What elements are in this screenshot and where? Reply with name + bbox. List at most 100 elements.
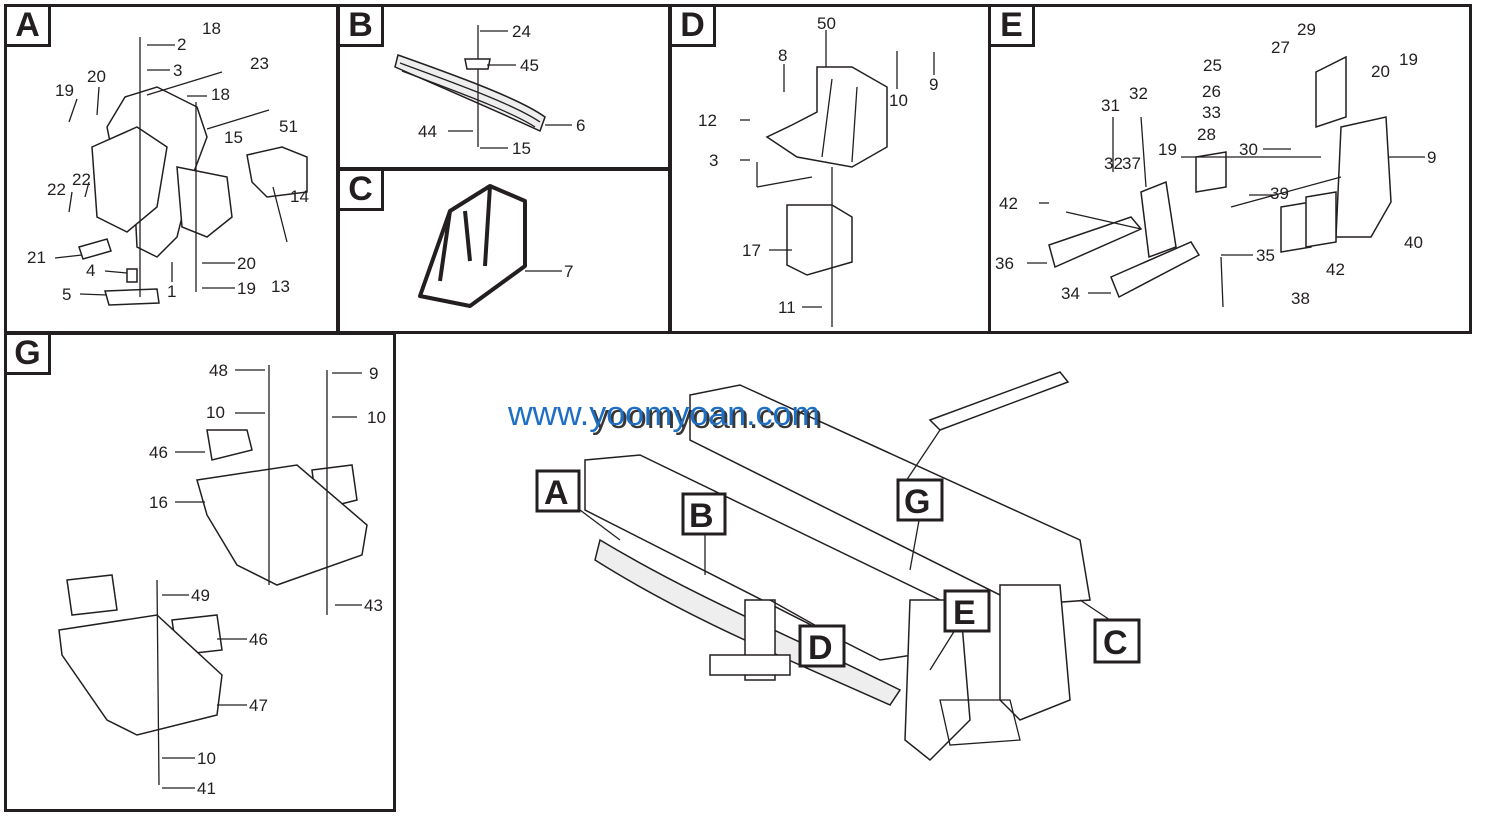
callout-e-9: 32 — [1104, 154, 1123, 173]
panel-e-tag: E — [991, 7, 1035, 47]
callout-g-10c: 10 — [197, 749, 216, 768]
callout-e-40: 35 — [1256, 246, 1275, 265]
callout-d-10: 10 — [889, 91, 908, 110]
callout-e-25: 25 — [1203, 56, 1222, 75]
panel-a-drawing: 2 18 3 23 20 19 18 51 15 22 22 14 21 4 2… — [27, 19, 309, 306]
panel-c-tag: C — [340, 171, 384, 211]
callout-a-1: 1 — [167, 282, 176, 301]
callout-g-46: 46 — [149, 443, 168, 462]
callout-g-47: 47 — [249, 696, 268, 715]
callout-a-19: 19 — [55, 81, 74, 100]
watermark-secondary: yoomyoan.com — [592, 398, 823, 436]
callout-e-39: 42 — [999, 194, 1018, 213]
callout-e-35: 42 — [1326, 260, 1345, 279]
callout-g-48: 48 — [209, 361, 228, 380]
panel-e: E 29 25 27 20 19 31 32 26 33 — [988, 4, 1472, 334]
callout-g-10: 10 — [206, 403, 225, 422]
svg-text:C: C — [1103, 624, 1128, 662]
callout-e-20b: 26 — [1202, 82, 1221, 101]
callout-e-34: 38 — [1291, 289, 1310, 308]
callout-d-17: 17 — [742, 241, 761, 260]
panel-c-callouts: 7 — [564, 262, 573, 281]
callout-g-49: 49 — [191, 586, 210, 605]
panel-b-callouts: 24 45 44 6 15 — [418, 22, 585, 158]
callout-a-14: 14 — [290, 187, 309, 206]
callout-g-9: 9 — [369, 364, 378, 383]
panel-a-callouts: 2 18 3 23 20 19 18 51 15 22 22 14 21 4 2… — [27, 19, 309, 304]
callout-a-15: 15 — [224, 128, 243, 147]
callout-a-3: 3 — [173, 61, 182, 80]
callout-e-29: 29 — [1297, 20, 1316, 39]
callout-e-31: 31 — [1101, 96, 1120, 115]
panel-g-drawing: 48 9 10 10 46 16 43 49 46 47 10 41 — [58, 361, 386, 798]
panel-a-tag: A — [7, 7, 51, 47]
panel-b-drawing: 24 45 44 6 15 — [394, 22, 585, 158]
panel-b-tag: B — [340, 7, 384, 47]
callout-a-4: 4 — [86, 261, 95, 280]
callout-g-43: 43 — [364, 596, 383, 615]
callout-d-50: 50 — [817, 14, 836, 33]
svg-text:B: B — [689, 497, 714, 535]
svg-text:D: D — [808, 629, 833, 667]
svg-text:A: A — [544, 474, 569, 512]
overview-callout-e: E — [943, 589, 991, 633]
callout-e-28: 30 — [1239, 140, 1258, 159]
overview-callout-a: A — [535, 469, 581, 513]
callout-a-18b: 18 — [211, 85, 230, 104]
callout-c-7: 7 — [564, 262, 573, 281]
callout-d-12: 12 — [698, 111, 717, 130]
overview-callout-b: B — [681, 492, 727, 536]
callout-b-45: 45 — [520, 56, 539, 75]
panel-b: B 24 45 44 6 15 — [337, 4, 671, 170]
callout-e-19: 19 — [1399, 50, 1418, 69]
callout-a-18: 18 — [202, 19, 221, 38]
overview-callout-c: C — [1093, 618, 1141, 664]
panel-g: G 48 9 10 10 46 16 43 49 46 — [4, 332, 396, 812]
callout-e-32: 32 — [1129, 84, 1148, 103]
callout-d-8: 8 — [778, 46, 787, 65]
callout-a-2: 2 — [177, 35, 186, 54]
callout-e-42: 36 — [995, 254, 1014, 273]
panel-d-callouts: 50 8 9 10 12 3 17 11 — [698, 14, 938, 317]
callout-e-33: 28 — [1197, 125, 1216, 144]
callout-e-36: 40 — [1404, 233, 1423, 252]
callout-a-21: 21 — [27, 248, 46, 267]
callout-g-16: 16 — [149, 493, 168, 512]
callout-g-46b: 46 — [249, 630, 268, 649]
callout-a-22b: 22 — [47, 180, 66, 199]
callout-a-19b: 19 — [237, 279, 256, 298]
overview-callout-g: G — [896, 478, 944, 522]
callout-e-30: 9 — [1427, 148, 1436, 167]
panel-d: D 50 8 9 10 12 3 17 11 — [669, 4, 991, 334]
callout-a-20: 20 — [87, 67, 106, 86]
overview-callout-d: D — [798, 624, 846, 668]
callout-d-3: 3 — [709, 151, 718, 170]
callout-e-20: 20 — [1371, 62, 1390, 81]
callout-a-22: 22 — [72, 170, 91, 189]
callout-a-5: 5 — [62, 285, 71, 304]
callout-e-19b: 39 — [1270, 184, 1289, 203]
panel-a: A 2 18 3 23 20 19 — [4, 4, 339, 334]
callout-g-10b: 10 — [367, 408, 386, 427]
callout-b-15: 15 — [512, 139, 531, 158]
panel-d-drawing: 50 8 9 10 12 3 17 11 — [698, 14, 938, 327]
callout-g-41: 41 — [197, 779, 216, 798]
panel-c: C 7 — [337, 168, 671, 334]
svg-text:E: E — [953, 594, 976, 632]
callout-d-9: 9 — [929, 75, 938, 94]
callout-a-51: 51 — [279, 117, 298, 136]
callout-e-27: 27 — [1271, 38, 1290, 57]
callout-b-44: 44 — [418, 122, 437, 141]
panel-g-callouts: 48 9 10 10 46 16 43 49 46 47 10 41 — [149, 361, 386, 798]
callout-a-23: 23 — [250, 54, 269, 73]
panel-e-drawing: 29 25 27 20 19 31 32 26 33 28 30 9 32 37… — [995, 20, 1436, 308]
watermark-primary: www.yoomyoan.com — [507, 395, 820, 433]
callout-b-24: 24 — [512, 22, 531, 41]
panel-d-tag: D — [672, 7, 716, 47]
panel-g-tag: G — [7, 335, 51, 375]
callout-e-37: 19 — [1158, 140, 1177, 159]
callout-a-13: 13 — [271, 277, 290, 296]
panel-e-callouts: 29 25 27 20 19 31 32 26 33 28 30 9 32 37… — [995, 20, 1436, 308]
callout-e-32b: 37 — [1122, 154, 1141, 173]
callout-d-11: 11 — [778, 298, 796, 317]
